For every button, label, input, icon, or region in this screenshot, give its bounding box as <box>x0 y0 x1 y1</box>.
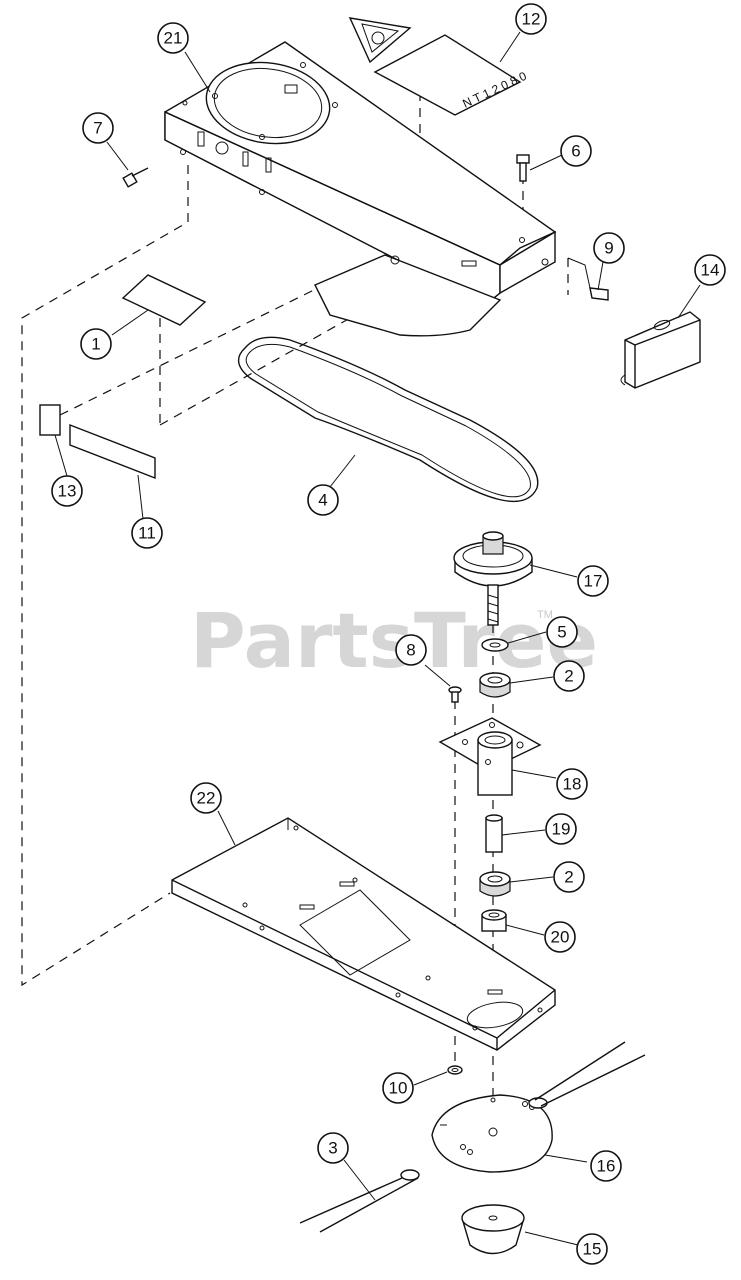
callout-11: 11 <box>131 517 163 549</box>
callout-label: 6 <box>571 142 580 161</box>
callout-label: 22 <box>197 789 216 808</box>
callout-15: 15 <box>576 1233 608 1265</box>
upper-housing-part-21 <box>164 41 557 306</box>
trimmer-line-part-3 <box>299 1041 646 1233</box>
hub-part-15 <box>461 1204 525 1255</box>
leader-lines <box>54 31 701 1246</box>
nut-part-10 <box>447 1065 463 1075</box>
callout-12: 12 <box>515 3 547 35</box>
washer-part-5 <box>481 638 509 652</box>
callout-label: 15 <box>583 1240 602 1259</box>
callout-label: 2 <box>564 667 573 686</box>
callout-label: 20 <box>551 928 570 947</box>
callout-label: 3 <box>328 1139 337 1158</box>
callout-label: 4 <box>318 491 327 510</box>
callout-22: 22 <box>190 782 222 814</box>
callout-label: 9 <box>604 239 613 258</box>
decal-part-11 <box>69 423 156 480</box>
bearing-housing-part-18 <box>438 717 542 796</box>
callout-17: 17 <box>577 565 609 597</box>
callout-14: 14 <box>694 254 726 286</box>
callout-20: 20 <box>544 921 576 953</box>
callout-label: 11 <box>138 524 156 543</box>
housing-flange <box>314 254 502 337</box>
bracket-part-14 <box>620 311 701 389</box>
callout-5: 5 <box>546 616 578 648</box>
callout-label: 16 <box>597 1157 616 1176</box>
bushing-part-20 <box>481 909 507 932</box>
callout-6: 6 <box>560 135 592 167</box>
screw-part-7 <box>122 167 149 188</box>
callout-16: 16 <box>590 1150 622 1182</box>
bearing-part-2-upper <box>479 672 511 698</box>
clip-part-9 <box>567 257 609 301</box>
callout-10: 10 <box>382 1072 414 1104</box>
watermark-trademark: TM <box>537 609 553 621</box>
decal-part-1 <box>121 274 207 326</box>
callout-label: 1 <box>91 335 100 354</box>
decal-part-12: N T 1 2 0 8 0 <box>348 17 529 116</box>
callout-7: 7 <box>82 112 114 144</box>
callout-4: 4 <box>307 484 339 516</box>
callout-1: 1 <box>80 328 112 360</box>
lower-plate-part-22 <box>171 817 556 1051</box>
callout-label: 5 <box>557 623 566 642</box>
spacer-part-19 <box>485 814 503 853</box>
callout-label: 17 <box>584 572 603 591</box>
watermark: PartsTree <box>190 596 598 685</box>
callout-label: 7 <box>93 119 102 138</box>
callout-21: 21 <box>157 22 189 54</box>
callout-label: 13 <box>58 482 77 501</box>
callout-label: 19 <box>552 820 571 839</box>
callout-8: 8 <box>395 634 427 666</box>
cutter-disc-part-16 <box>431 1094 553 1173</box>
bearing-part-2-lower <box>479 871 511 897</box>
bolt-part-6 <box>516 154 530 182</box>
callout-label: 8 <box>406 641 415 660</box>
callout-2-upper: 2 <box>553 660 585 692</box>
callout-18: 18 <box>556 768 588 800</box>
callout-label: 14 <box>701 261 720 280</box>
callout-9: 9 <box>593 232 625 264</box>
callout-label: 12 <box>522 10 541 29</box>
pulley-part-17 <box>453 531 533 626</box>
callout-3: 3 <box>317 1132 349 1164</box>
callout-label: 10 <box>389 1079 408 1098</box>
callout-2-lower: 2 <box>553 861 585 893</box>
callout-label: 21 <box>164 29 183 48</box>
decal-part-13 <box>39 404 61 436</box>
callout-19: 19 <box>545 813 577 845</box>
bolt-part-8 <box>448 686 462 703</box>
callout-label: 18 <box>563 775 582 794</box>
belt-part-4 <box>237 336 539 503</box>
callout-13: 13 <box>51 475 83 507</box>
callout-label: 2 <box>564 868 573 887</box>
